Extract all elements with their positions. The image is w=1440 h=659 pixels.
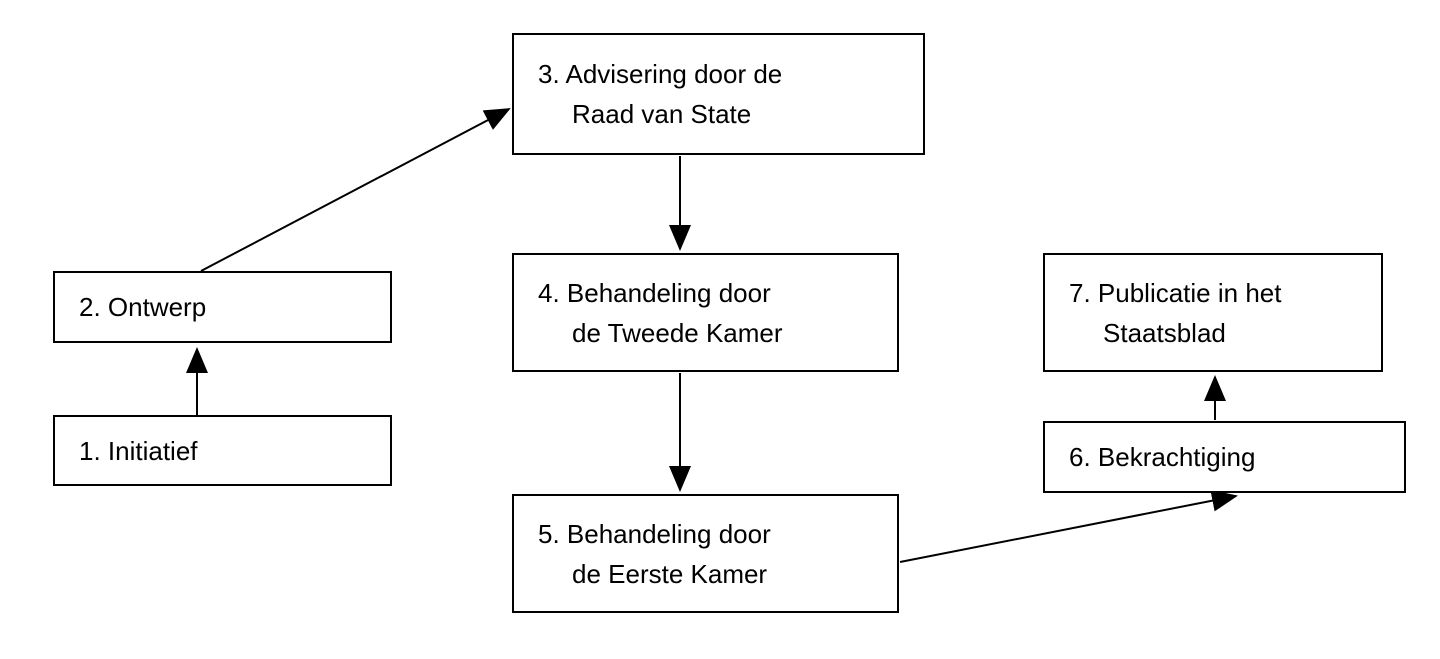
node-3-advisering-raad-van-state: 3. Advisering door de Raad van State — [512, 33, 925, 155]
node-5-label: 5. Behandeling door — [538, 518, 771, 549]
node-2-label: 2. Ontwerp — [79, 292, 207, 322]
node-4-behandeling-tweede-kamer: 4. Behandeling door de Tweede Kamer — [512, 253, 899, 372]
node-7-label-line2: Staatsblad — [1103, 317, 1226, 348]
node-7-publicatie-staatsblad: 7. Publicatie in het Staatsblad — [1043, 253, 1383, 372]
node-6-label: 6. Bekrachtiging — [1069, 442, 1256, 472]
node-4-label: 4. Behandeling door — [538, 277, 771, 308]
arrow-2-to-3 — [200, 108, 511, 272]
node-3-label-line2: Raad van State — [572, 99, 752, 129]
node-4-label-line2: de Tweede Kamer — [572, 317, 783, 348]
node-1-label: 1. Initiatief — [79, 435, 198, 466]
node-5-behandeling-eerste-kamer: 5. Behandeling door de Eerste Kamer — [512, 494, 899, 613]
node-7-label: 7. Publicatie in het — [1069, 277, 1282, 308]
arrow-5-to-6 — [899, 489, 1238, 563]
node-2-ontwerp: 2. Ontwerp — [53, 271, 392, 343]
node-6-bekrachtiging: 6. Bekrachtiging — [1043, 421, 1406, 493]
node-3-label: 3. Advisering door de — [538, 59, 783, 89]
node-1-initiatief: 1. Initiatief — [53, 415, 392, 486]
node-5-label-line2: de Eerste Kamer — [572, 558, 768, 589]
